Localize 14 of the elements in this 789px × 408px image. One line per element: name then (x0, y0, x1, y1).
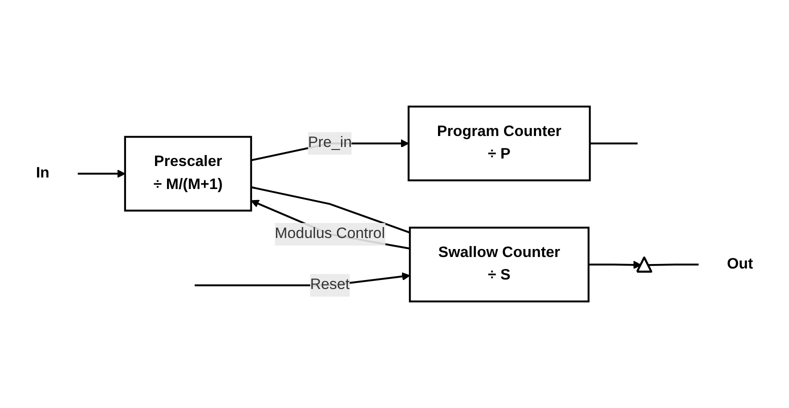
node-box: Program Counter ÷ P (408, 106, 591, 182)
arrow (78, 170, 126, 178)
node-text: Out (726, 256, 754, 272)
edge-label: Reset (310, 276, 350, 293)
arrow (588, 260, 642, 270)
connector (250, 186, 410, 234)
node-box: Prescaler ÷ M/(M+1) (124, 136, 252, 212)
edge-label: Pre_in (308, 134, 352, 152)
node-box: Swallow Counter ÷ S (408, 226, 590, 302)
connector (590, 142, 638, 144)
edge-label: Modulus Control (274, 226, 385, 242)
arrow (250, 200, 410, 250)
node-text: In (36, 165, 50, 182)
connector (648, 264, 699, 266)
